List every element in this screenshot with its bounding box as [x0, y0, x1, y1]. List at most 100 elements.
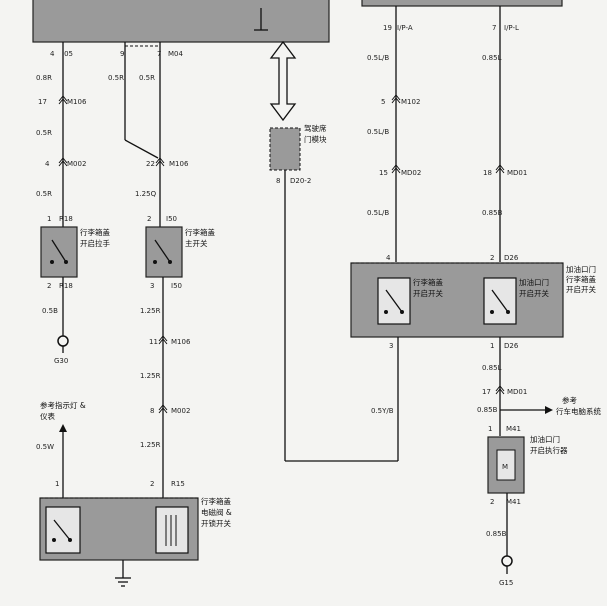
col4-wire-label-5: 0.85B — [486, 530, 507, 538]
door-module-pin: 8 — [276, 177, 280, 185]
col2-bottom-pin: 2 — [150, 480, 154, 488]
top-connector-block-right — [361, 0, 563, 7]
actuator-pin-bot: 2 — [490, 498, 494, 506]
trunk-solenoid — [155, 506, 189, 554]
col4-wire-label-2: 0.85B — [482, 209, 503, 217]
top-conn-5-name: I/P-L — [504, 24, 519, 32]
col2-switch-label-2: 主开关 — [185, 238, 208, 248]
ground-g30-label: G30 — [54, 357, 68, 365]
col2-conn2-pin: 11 — [149, 338, 158, 346]
ref-right-label-1: 参考 — [562, 395, 577, 405]
top-conn-3-name: M04 — [168, 50, 183, 58]
col1-wire-label-2: 0.5R — [36, 129, 52, 137]
actuator-conn-bot: M41 — [506, 498, 521, 506]
driver-door-module — [269, 127, 301, 171]
col2-switch-label-1: 行李箱盖 — [185, 227, 215, 237]
top-conn-1-name: I05 — [62, 50, 73, 58]
col2-wire-label-4: 1.25R — [140, 372, 161, 380]
col2-switch-conn-bot: I50 — [171, 282, 182, 290]
fuel-switch-label-2: 开启开关 — [519, 288, 549, 298]
col2-switch-pin-top: 2 — [147, 215, 151, 223]
col1-wire-label-4: 0.5B — [42, 307, 58, 315]
top-conn-1: 4 — [50, 50, 55, 58]
col1-switch-pin-bot: 2 — [47, 282, 51, 290]
col3-wire-label-4: 0.5Y/B — [371, 407, 394, 415]
col3-pin-bot: 3 — [389, 342, 393, 350]
col2-conn1-pin: 22 — [146, 160, 155, 168]
col4-wire-label-4: 0.85B — [477, 406, 498, 414]
ref-arrow-up — [59, 424, 67, 432]
top-conn-3: 7 — [157, 50, 161, 58]
col4-conn2-name: MD01 — [507, 388, 527, 396]
col2-wire-label-right: 0.5R — [139, 74, 155, 82]
col3-wire-label-3: 0.5L/B — [367, 209, 389, 217]
bottom-unit-label-1: 行李箱盖 — [201, 496, 231, 506]
fuel-door-actuator — [487, 436, 525, 494]
ground-g15-symbol — [501, 555, 513, 567]
door-module-conn: D20-2 — [290, 177, 311, 185]
col2-wire-label-2: 1.25Q — [135, 190, 157, 198]
col1-switch-label-2: 开启拉手 — [80, 238, 110, 248]
col1-switch-label-1: 行李箱盖 — [80, 227, 110, 237]
bottom-unit-label-3: 开锁开关 — [201, 518, 231, 528]
switch-box-side-label-3: 开启开关 — [566, 284, 596, 294]
top-conn-2: 9 — [120, 50, 124, 58]
ref-left-wire-label: 0.5W — [36, 443, 54, 451]
ground-g30-symbol — [57, 335, 69, 347]
col3-pin-top: 4 — [386, 254, 391, 262]
col4-conn-bot: D26 — [504, 342, 519, 350]
col2-switch-conn: I50 — [166, 215, 177, 223]
col1-wire-label-3: 0.5R — [36, 190, 52, 198]
col3-conn2-pin: 15 — [379, 169, 388, 177]
top-conn-4: 19 — [383, 24, 392, 32]
col3-conn1-pin: 5 — [381, 98, 385, 106]
col4-pin-top: 2 — [490, 254, 494, 262]
top-conn-4-name: I/P-A — [397, 24, 413, 32]
col1-switch-conn: R18 — [59, 215, 73, 223]
ref-arrow-right — [545, 406, 553, 414]
ground-g15-label: G15 — [499, 579, 513, 587]
col1-switch-conn-bot: R18 — [59, 282, 73, 290]
fuel-switch-label-1: 加油口门 — [519, 277, 549, 287]
col3-conn1-name: M102 — [401, 98, 420, 106]
switch-box-side-label-2: 行李箱盖 — [566, 274, 596, 284]
actuator-pin-top: 1 — [488, 425, 492, 433]
ref-left-label-2: 仪表 — [40, 411, 55, 421]
col2-conn2-name: M106 — [171, 338, 191, 346]
trunk-open-switch — [377, 277, 411, 325]
trunk-switch-label-2: 开启开关 — [413, 288, 443, 298]
col2-bottom-conn: R15 — [171, 480, 185, 488]
bidirectional-arrow — [269, 40, 297, 122]
trunk-switch-label-1: 行李箱盖 — [413, 277, 443, 287]
trunk-unlock-switch — [45, 506, 81, 554]
col3-wire-label-1: 0.5L/B — [367, 54, 389, 62]
actuator-conn-top: M41 — [506, 425, 521, 433]
actuator-label-1: 加油口门 — [530, 434, 560, 444]
col4-wire-label-3: 0.85L — [482, 364, 502, 372]
col1-conn2-pin: 4 — [45, 160, 50, 168]
col2-switch-pin-bot: 3 — [150, 282, 154, 290]
trunk-main-switch — [145, 226, 183, 278]
col2-wire-label-left: 0.5R — [108, 74, 124, 82]
col1-conn2-name: M002 — [67, 160, 86, 168]
switch-box-side-label-1: 加油口门 — [566, 264, 596, 274]
col4-conn1-pin: 18 — [483, 169, 492, 177]
col3-wire-label-2: 0.5L/B — [367, 128, 389, 136]
actuator-label-2: 开启执行器 — [530, 445, 568, 455]
top-conn-5: 7 — [492, 24, 496, 32]
col3-conn2-name: MD02 — [401, 169, 421, 177]
col1-conn1-name: M106 — [67, 98, 87, 106]
actuator-motor-symbol: M — [502, 463, 508, 471]
door-module-label-2: 门模块 — [304, 134, 327, 144]
col1-wire-label-1: 0.8R — [36, 74, 52, 82]
col2-wire-label-3: 1.25R — [140, 307, 161, 315]
col2-conn3-name: M002 — [171, 407, 190, 415]
col2-conn3-pin: 8 — [150, 407, 154, 415]
col4-wire-label-1: 0.85L — [482, 54, 502, 62]
col1-conn1-pin: 17 — [38, 98, 47, 106]
door-module-label-1: 驾驶席 — [304, 123, 327, 133]
ref-right-label-2: 行车电脑系统 — [556, 406, 601, 416]
col2-wire-label-5: 1.25R — [140, 441, 161, 449]
col4-conn2-pin: 17 — [482, 388, 491, 396]
col4-conn1-name: MD01 — [507, 169, 527, 177]
